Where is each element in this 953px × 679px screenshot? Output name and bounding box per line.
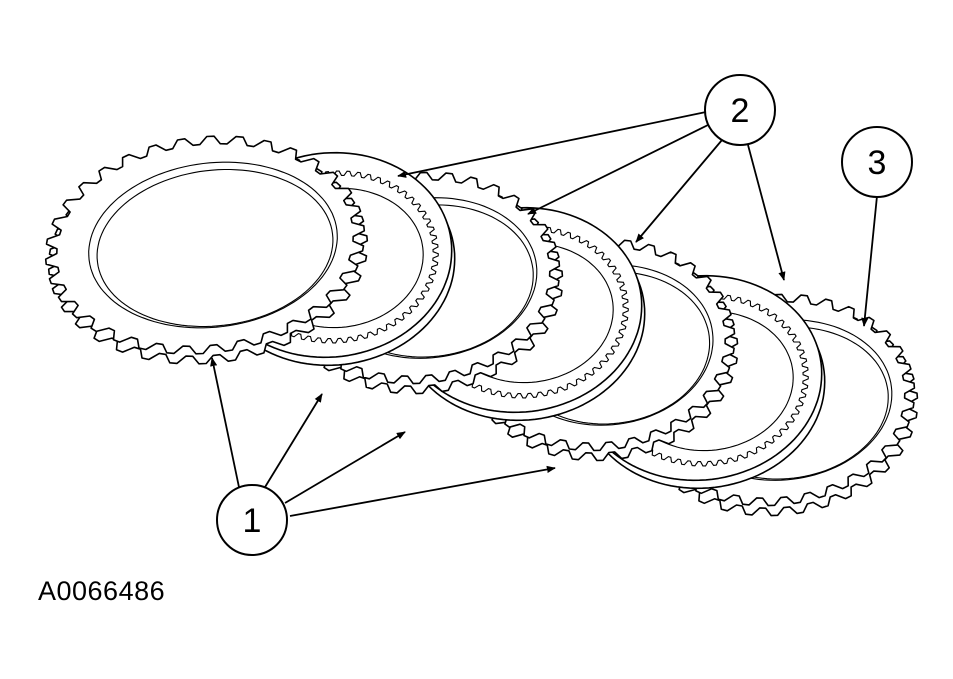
leader-2-b bbox=[527, 123, 711, 215]
leader-3 bbox=[861, 195, 878, 327]
figure-id: A0066486 bbox=[38, 576, 166, 606]
leader-1-c bbox=[284, 431, 406, 504]
callout-1: 1 bbox=[216, 484, 288, 556]
callout-1-label: 1 bbox=[243, 502, 262, 540]
callout-3: 3 bbox=[841, 126, 913, 198]
steel-plate-6 bbox=[44, 135, 366, 355]
callout-3-label: 3 bbox=[868, 144, 887, 182]
callout-leaders bbox=[210, 111, 878, 517]
leader-1-a bbox=[210, 357, 241, 493]
steel-plate-bore-6 bbox=[88, 161, 338, 329]
steel-plate-bore-inner-6 bbox=[96, 168, 334, 328]
leader-1-b bbox=[261, 393, 323, 493]
leader-1-d bbox=[289, 465, 556, 517]
leader-2-d bbox=[747, 144, 786, 281]
callout-2: 2 bbox=[704, 74, 776, 146]
leader-2-a bbox=[397, 111, 707, 178]
leader-2-c bbox=[635, 139, 723, 243]
clutch-disc-stack bbox=[44, 135, 919, 517]
callout-2-label: 2 bbox=[731, 92, 750, 130]
